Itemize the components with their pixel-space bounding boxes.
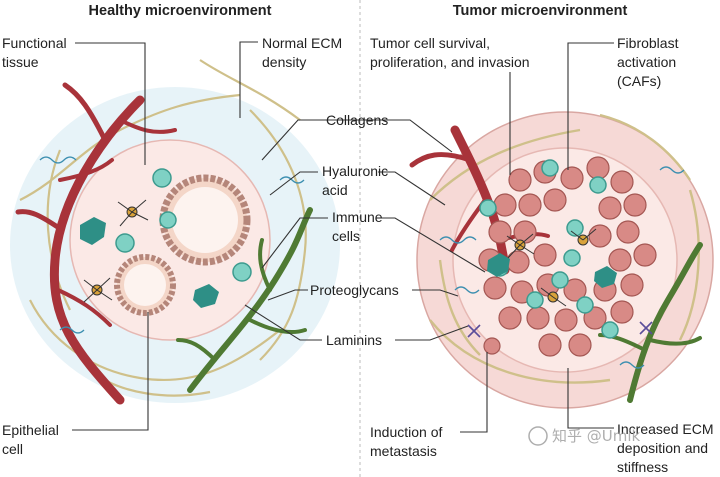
tumor-illustration (409, 111, 714, 409)
healthy-title: Healthy microenvironment (89, 3, 272, 19)
healthy-acinus-small (114, 254, 176, 316)
tumor-dendritic-cells (506, 228, 597, 307)
label-collagens: Collagens (326, 112, 388, 128)
healthy-immune-cells (115, 168, 252, 282)
healthy-blood-vessels (15, 82, 177, 405)
healthy-dendritic-cells (83, 199, 149, 303)
healthy-hyaluronic-acid (39, 156, 305, 334)
label-functional-tissue: Functional tissue (2, 35, 70, 70)
watermark-text: 知乎 @Umik (552, 427, 641, 445)
watermark: 知乎 @Umik (528, 426, 641, 446)
labels: Functional tissue Normal ECM density Col… (2, 35, 717, 475)
tumor-macrophages (487, 253, 617, 288)
healthy-acinus-large (159, 174, 251, 266)
label-fibroblast-activation: Fibroblast activation (CAFs) (617, 35, 682, 89)
label-immune-cells: Immune cells (332, 209, 386, 244)
healthy-collagen-fibers (19, 59, 307, 397)
label-tumor-survival: Tumor cell survival, proliferation, and … (370, 35, 530, 70)
tumor-hyaluronic-acid (439, 166, 685, 369)
healthy-illustration (10, 59, 340, 405)
label-normal-ecm: Normal ECM density (262, 35, 346, 70)
label-hyaluronic-acid: Hyaluronic acid (322, 163, 392, 198)
metastatic-cell (483, 337, 501, 355)
label-epithelial-cell: Epithelial cell (2, 422, 63, 457)
label-proteoglycans: Proteoglycans (310, 282, 399, 298)
tumor-laminin-marks (467, 321, 653, 338)
label-laminins: Laminins (326, 332, 382, 348)
healthy-macrophages (80, 217, 219, 308)
watermark-logo-icon (528, 426, 548, 446)
tumor-title: Tumor microenvironment (453, 3, 628, 19)
healthy-fibroblast-branches (176, 207, 313, 393)
leader-lines (72, 41, 614, 433)
label-increased-ecm: Increased ECM deposition and stiffness (617, 421, 717, 475)
label-induction-metastasis: Induction of metastasis (370, 424, 446, 459)
